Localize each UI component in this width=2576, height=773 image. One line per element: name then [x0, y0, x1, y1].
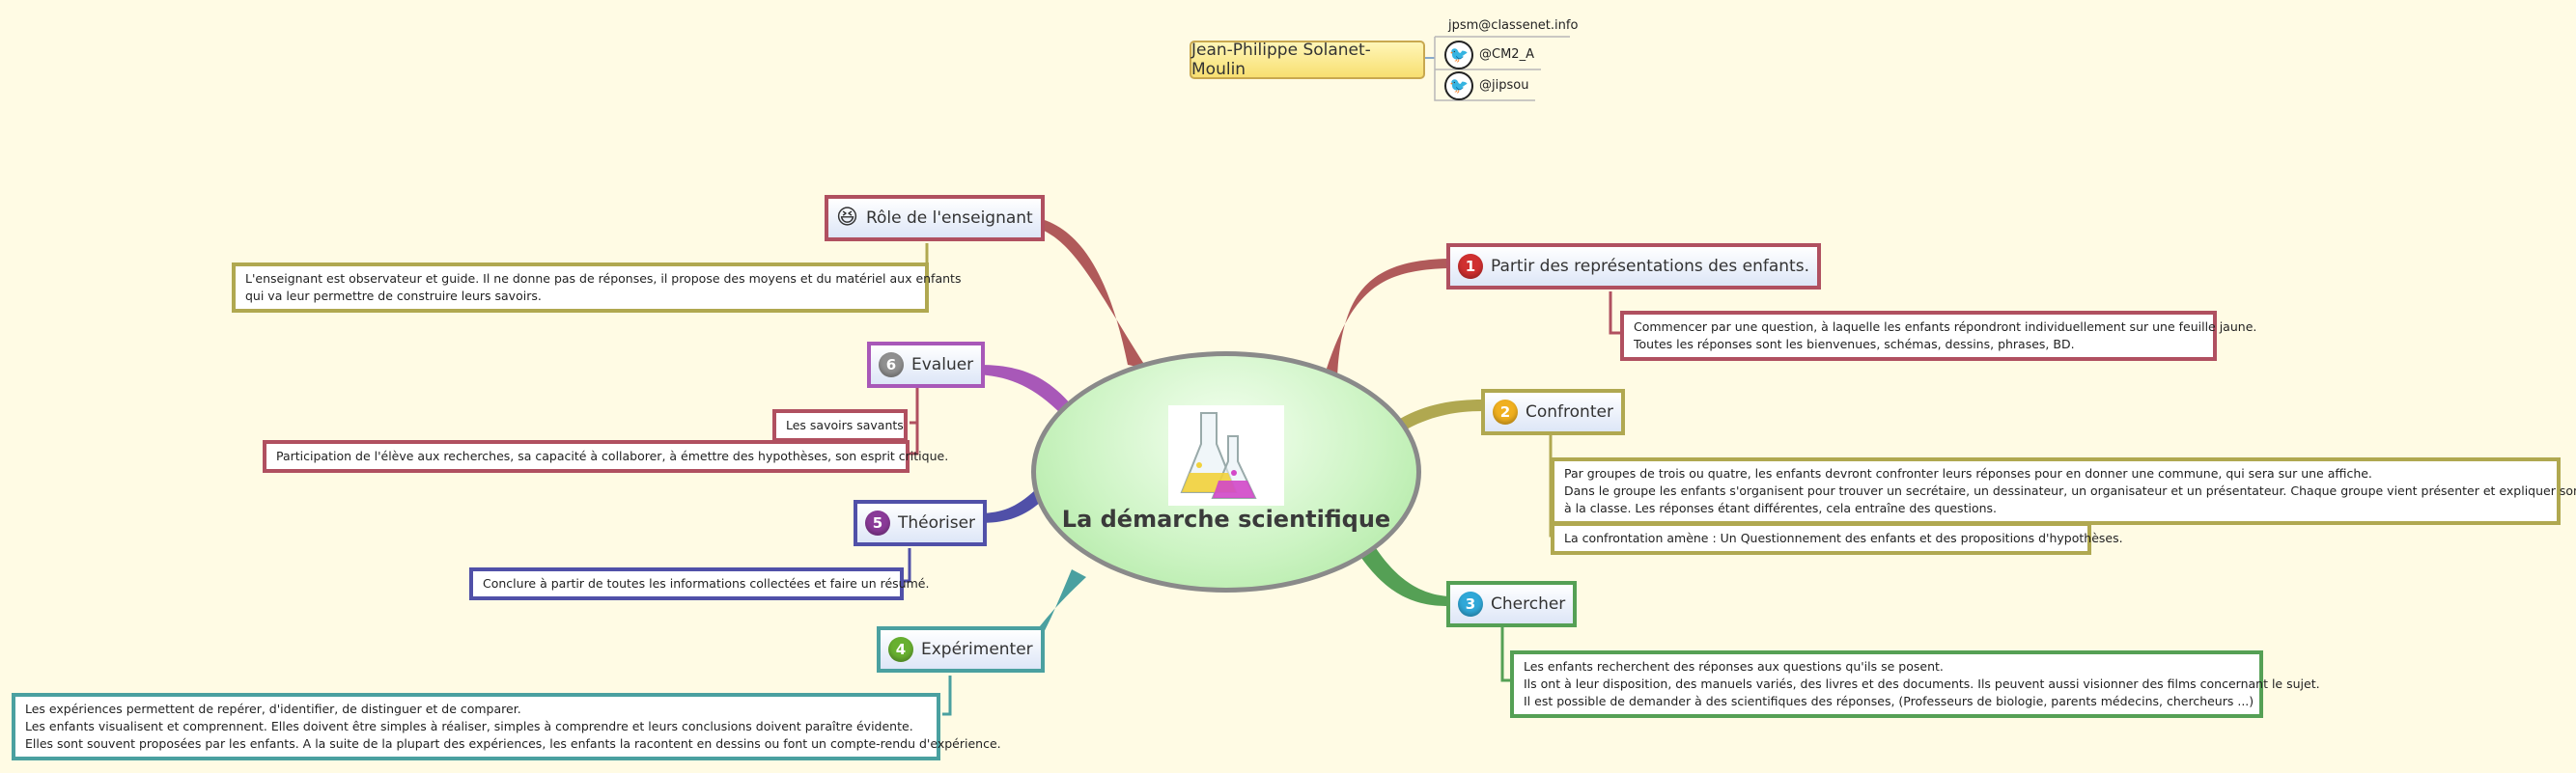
number-3-icon: 3 [1458, 592, 1483, 617]
author-email[interactable]: jpsm@classenet.info [1448, 18, 1579, 33]
branch-theoriser [975, 490, 1041, 523]
flask-image [1168, 405, 1284, 506]
twitter-handle-2[interactable]: @jipsou [1479, 78, 1529, 93]
twitter-handle-1[interactable]: @CM2_A [1479, 47, 1534, 62]
note-line: Elles sont souvent proposées par les enf… [25, 736, 1001, 751]
author-node[interactable]: Jean-Philippe Solanet-Moulin [1190, 41, 1425, 79]
topic-chercher[interactable]: 3 Chercher [1446, 581, 1578, 627]
central-title: La démarche scientifique [1061, 506, 1391, 533]
twitter-bird-icon: 🐦 [1444, 71, 1473, 100]
number-4-icon: 4 [888, 637, 913, 662]
note-line: à la classe. Les réponses étant différen… [1564, 501, 1998, 515]
topic-label: Evaluer [911, 355, 974, 374]
topic-confronter[interactable]: 2 Confronter [1481, 389, 1625, 435]
branch-role [1027, 216, 1147, 369]
topic-label: Théoriser [898, 513, 976, 533]
topic-evaluer[interactable]: 6 Evaluer [867, 342, 986, 388]
branch-evaluer [977, 365, 1072, 415]
topic-label: Rôle de l'enseignant [865, 208, 1033, 228]
note-line: L'enseignant est observateur et guide. I… [245, 271, 962, 286]
note-line: Les expériences permettent de repérer, d… [25, 702, 521, 716]
topic-experimenter[interactable]: 4 Expérimenter [877, 626, 1045, 673]
branch-chercher [1361, 548, 1448, 606]
note-line: Les enfants visualisent et comprennent. … [25, 719, 913, 733]
topic-theoriser[interactable]: 5 Théoriser [854, 500, 988, 546]
branch-confronter [1390, 400, 1483, 434]
topic-role-enseignant[interactable]: 😆 Rôle de l'enseignant [825, 195, 1045, 241]
topic-label: Expérimenter [921, 640, 1033, 659]
note-confronter-2: La confrontation amène : Un Questionneme… [1551, 522, 2123, 555]
note-line: Il est possible de demander à des scient… [1524, 694, 2254, 708]
topic-partir[interactable]: 1 Partir des représentations des enfants… [1446, 243, 1821, 290]
topic-label: Chercher [1491, 594, 1566, 614]
number-6-icon: 6 [879, 352, 904, 377]
note-line: qui va leur permettre de construire leur… [245, 289, 542, 303]
smiley-icon: 😆 [836, 206, 858, 230]
note-line: Commencer par une question, à laquelle l… [1634, 319, 2257, 334]
note-line: Dans le groupe les enfants s'organisent … [1564, 483, 2576, 498]
note-participation: Participation de l'élève aux recherches,… [263, 440, 948, 473]
note-confronter-1: Par groupes de trois ou quatre, les enfa… [1551, 457, 2576, 525]
note-experimenter: Les expériences permettent de repérer, d… [12, 693, 1001, 760]
note-line: Ils ont à leur disposition, des manuels … [1524, 676, 2320, 691]
branch-partir [1325, 259, 1448, 376]
note-line: Toutes les réponses sont les bienvenues,… [1634, 337, 2075, 351]
number-1-icon: 1 [1458, 254, 1483, 279]
number-2-icon: 2 [1493, 400, 1518, 425]
note-line: Les enfants recherchent des réponses aux… [1524, 659, 1944, 674]
topic-label: Partir des représentations des enfants. [1491, 257, 1809, 276]
note-chercher: Les enfants recherchent des réponses aux… [1510, 650, 2320, 718]
topic-label: Confronter [1526, 402, 1613, 422]
author-name: Jean-Philippe Solanet-Moulin [1191, 41, 1371, 79]
twitter-bird-icon: 🐦 [1444, 41, 1473, 69]
note-theoriser: Conclure à partir de toutes les informat… [469, 567, 929, 600]
note-savoirs: Les savoirs savants [772, 409, 908, 442]
note-line: Par groupes de trois ou quatre, les enfa… [1564, 466, 2372, 481]
note-role: L'enseignant est observateur et guide. I… [232, 262, 962, 313]
number-5-icon: 5 [865, 511, 890, 536]
note-partir: Commencer par une question, à laquelle l… [1620, 311, 2257, 361]
